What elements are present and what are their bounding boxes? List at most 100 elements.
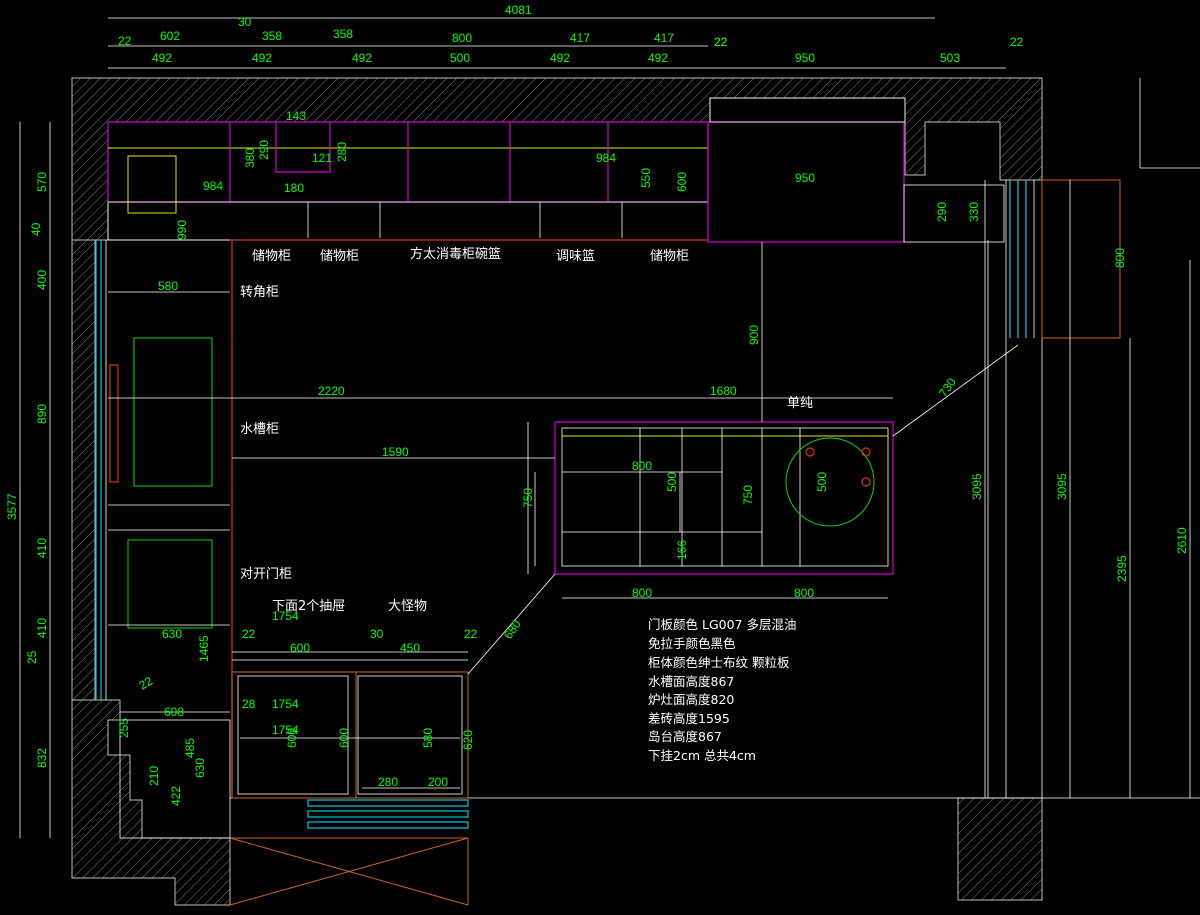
dim-island: 800: [794, 586, 814, 600]
dim-bottom-left: 600: [337, 728, 351, 748]
dim-bottom-left: 1754: [272, 723, 299, 737]
dim-lower: 630: [162, 627, 182, 641]
dim-middle: 900: [747, 325, 761, 345]
dim-bottom-left: 630: [193, 758, 207, 778]
dim-top-row2: 492: [550, 51, 570, 65]
note-line: 门板颜色 LG007 多层混油: [648, 617, 796, 632]
dim-top-row2: 950: [795, 51, 815, 65]
dim-right-col: 3095: [970, 473, 984, 500]
dim-bottom-left: 600: [285, 728, 299, 748]
label-disinfection-cabinet: 方太消毒柜碗篮: [410, 246, 501, 262]
label-double-door-cabinet: 对开门柜: [240, 567, 292, 582]
dim-island: 750: [741, 485, 755, 505]
dim-bottom-left: 1754: [272, 697, 299, 711]
dim-right-col: 2610: [1175, 527, 1189, 554]
note-line: 差砖高度1595: [648, 711, 730, 726]
dim-middle: 580: [158, 279, 178, 293]
note-line: 水槽面高度867: [648, 674, 734, 689]
dim-top-row2: 503: [940, 51, 960, 65]
dimension-texts: 4081 22 602 30 358 358 800 417 417 22 49…: [5, 3, 1189, 806]
dim-middle: 730: [936, 375, 959, 400]
dim-island: 800: [632, 459, 652, 473]
wall-bottom-right: [957, 797, 1043, 901]
dim-upper: 290: [935, 202, 949, 222]
label-drawers: 下面2个抽屉: [272, 599, 345, 614]
dim-upper: 290: [257, 140, 271, 160]
design-notes: 门板颜色 LG007 多层混油 免拉手颜色黑色 柜体颜色绅士布纹 颗粒板 水槽面…: [648, 617, 796, 763]
dim-top-row2: 492: [648, 51, 668, 65]
note-line: 免拉手颜色黑色: [648, 636, 736, 651]
lower-cabinets: [119, 659, 469, 906]
dim-upper: 600: [675, 172, 689, 192]
dim-upper: 380: [243, 148, 257, 168]
dim-upper: 984: [596, 151, 616, 165]
top-cabinets: [107, 97, 1121, 339]
wall-top: [71, 77, 1043, 241]
dim-upper: 800: [1113, 248, 1127, 268]
dim-upper: 990: [175, 220, 189, 240]
dim-top-row1: 800: [452, 31, 472, 45]
dim-bottom-left: 255: [117, 718, 131, 738]
dim-top-row1: 602: [160, 29, 180, 43]
dim-island: 800: [632, 586, 652, 600]
label-big-monster: 大怪物: [388, 599, 427, 614]
dim-lower: 1465: [197, 635, 211, 662]
dim-middle: 1680: [710, 384, 737, 398]
cabinet-labels: 储物柜 储物柜 方太消毒柜碗篮 调味篮 储物柜 转角柜 水槽柜 对开门柜 下面2…: [240, 246, 813, 614]
dim-left-col: 25: [25, 650, 39, 664]
dim-middle: 1590: [382, 445, 409, 459]
dim-top-row2: 492: [152, 51, 172, 65]
dim-right-col: 3095: [1055, 473, 1069, 500]
label-single: 单纯: [787, 396, 813, 411]
dim-island: 680: [501, 617, 524, 642]
dim-upper: 330: [967, 202, 981, 222]
dim-bottom-left: 28: [242, 697, 256, 711]
dim-top-row1: 417: [570, 31, 590, 45]
dim-bottom-left: 485: [183, 738, 197, 758]
dim-island: 500: [815, 472, 829, 492]
dim-lower: 22: [242, 627, 256, 641]
dim-left-col: 890: [35, 404, 49, 424]
dim-left-col: 570: [35, 172, 49, 192]
dimension-lines: [19, 17, 1191, 838]
dim-top-row1: 417: [654, 31, 674, 45]
dim-upper: 280: [335, 142, 349, 162]
dim-top-row2: 500: [450, 51, 470, 65]
dim-lower: 1754: [272, 609, 299, 623]
note-line: 岛台高度867: [648, 729, 722, 744]
dim-upper: 180: [284, 181, 304, 195]
walls: [71, 77, 1043, 906]
dim-upper: 950: [795, 171, 815, 185]
label-seasoning-basket: 调味篮: [556, 249, 595, 264]
note-line: 下挂2cm 总共4cm: [648, 748, 756, 763]
dim-upper: 984: [203, 179, 223, 193]
label-storage-cabinet: 储物柜: [320, 249, 359, 264]
dim-top-row1: 358: [262, 29, 282, 43]
dim-upper: 143: [286, 109, 306, 123]
dim-left-col: 40: [29, 222, 43, 236]
dim-top-row1: 22: [118, 34, 132, 48]
room-lines: [108, 78, 1200, 799]
dim-top-row1: 358: [333, 27, 353, 41]
dim-left-total: 3577: [5, 493, 19, 520]
dim-bottom-left: 608: [164, 705, 184, 719]
note-line: 柜体颜色绅士布纹 颗粒板: [648, 655, 790, 670]
dim-top-row1: 22: [714, 35, 728, 49]
dim-left-col: 410: [35, 618, 49, 638]
dim-top-row2: 492: [252, 51, 272, 65]
label-storage-cabinet: 储物柜: [252, 249, 291, 264]
dim-upper: 550: [639, 168, 653, 188]
wall-left: [71, 239, 96, 701]
dim-lower: 600: [290, 641, 310, 655]
island: [554, 421, 894, 575]
dim-top-row1: 30: [238, 15, 252, 29]
dim-lower: 22: [464, 627, 478, 641]
dim-bottom-left: 200: [428, 775, 448, 789]
dim-bottom-left: 210: [147, 766, 161, 786]
dim-right-col: 2395: [1115, 555, 1129, 582]
dim-bottom-left: 422: [169, 786, 183, 806]
dim-island: 500: [665, 472, 679, 492]
dim-island: 166: [675, 540, 689, 560]
dim-lower: 30: [370, 627, 384, 641]
